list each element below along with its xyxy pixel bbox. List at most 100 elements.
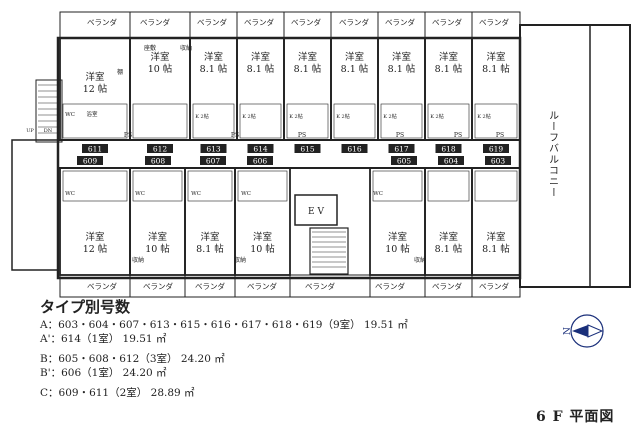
- room-type-label: 洋室: [253, 231, 272, 243]
- legend-row-b-prime: B'：606（1室） 24.20 ㎡: [40, 367, 167, 379]
- bath-label: 浴室: [86, 110, 98, 118]
- room-number-badge: [294, 144, 321, 153]
- left-wing: [11, 139, 59, 271]
- wc-label: WC: [241, 191, 251, 197]
- unit-wet-area: [333, 103, 376, 139]
- room-number: 609: [83, 157, 98, 166]
- kitchen-label: K 2帖: [242, 113, 256, 120]
- unit-wet-area: [427, 103, 470, 139]
- legend-row-a: A：603・604・607・613・615・616・617・618・619（9室…: [40, 319, 408, 331]
- type-legend: タイプ別号数 A：603・604・607・613・615・616・617・618…: [40, 300, 408, 400]
- room-type-label: 洋室: [200, 231, 219, 243]
- elevator-label: E V: [308, 207, 324, 217]
- room-number: 614: [253, 145, 268, 154]
- room-type-label: 洋室: [251, 51, 270, 63]
- room-number-badge: [200, 156, 226, 165]
- room-type-label: 洋室: [439, 51, 458, 63]
- unit-wet-area: [474, 170, 518, 202]
- storage-label: 収納: [414, 256, 426, 264]
- room-number: 613: [206, 145, 221, 154]
- room-size-label: 8.1 帖: [247, 63, 275, 75]
- veranda-label: ベランダ: [87, 17, 117, 27]
- unit-wet-area: [192, 103, 235, 139]
- veranda-label: ベランダ: [140, 17, 170, 27]
- kitchen-label: K 2帖: [336, 113, 350, 120]
- ps-label: PS: [231, 132, 239, 139]
- veranda-label: ベランダ: [87, 281, 117, 291]
- room-number-badge: [438, 156, 464, 165]
- unit-wet-area: [372, 170, 423, 202]
- room-number: 603: [491, 157, 506, 166]
- ps-label: PS: [454, 132, 462, 139]
- unit-wet-area: [132, 170, 183, 202]
- legend-row-c: C：609・611（2室） 28.89 ㎡: [40, 387, 195, 399]
- unit-wet-area: [239, 103, 282, 139]
- elevator: [294, 194, 338, 226]
- floor-title: 6 F 平面図: [536, 409, 615, 425]
- room-type-label: 洋室: [486, 231, 505, 243]
- room-number: 604: [444, 157, 459, 166]
- room-size-label: 8.1 帖: [294, 63, 322, 75]
- stair-left: [35, 79, 63, 143]
- roof-balcony-label: ルーフバルコニー: [547, 110, 559, 198]
- veranda-label: ベランダ: [432, 17, 462, 27]
- wc-label: WC: [191, 191, 201, 197]
- kitchen-label: K 2帖: [430, 113, 444, 120]
- wc-label: WC: [65, 112, 75, 118]
- legend-row-b: B：605・608・612（3室） 24.20 ㎡: [40, 353, 225, 365]
- room-number: 617: [394, 145, 409, 154]
- veranda-label: ベランダ: [197, 17, 227, 27]
- room-size-label: 10 帖: [148, 63, 173, 75]
- kitchen-label: K 2帖: [477, 113, 491, 120]
- bottom-unit: [234, 167, 291, 276]
- veranda-label: ベランダ: [143, 281, 173, 291]
- veranda-label: ベランダ: [479, 17, 509, 27]
- ps-label: PS: [298, 132, 306, 139]
- legend-title: タイプ別号数: [40, 298, 131, 316]
- room-type-label: 洋室: [298, 51, 317, 63]
- room-number-badge: [147, 144, 173, 153]
- ps-label: PS: [396, 132, 404, 139]
- room-number: 616: [347, 145, 362, 154]
- room-size-label: 10 帖: [145, 243, 170, 255]
- veranda-label: ベランダ: [385, 17, 415, 27]
- room-number-badge: [341, 144, 368, 153]
- room-type-label: 洋室: [392, 51, 411, 63]
- room-type-label: 洋室: [388, 231, 407, 243]
- unit-wet-area: [380, 103, 423, 139]
- stair-down-label: DN: [44, 128, 53, 134]
- unit-wet-area: [286, 103, 329, 139]
- shelf-label: 棚: [117, 68, 123, 76]
- room-size-label: 10 帖: [385, 243, 410, 255]
- room-number: 607: [206, 157, 221, 166]
- veranda-label: ベランダ: [432, 281, 462, 291]
- room-number-badge: [145, 156, 171, 165]
- room-size-label: 10 帖: [250, 243, 275, 255]
- bottom-unit: [184, 167, 236, 276]
- room-number-badge: [247, 156, 273, 165]
- kitchen-label: K 2帖: [195, 113, 209, 120]
- room-number: 612: [153, 145, 168, 154]
- veranda-label: ベランダ: [291, 17, 321, 27]
- room-number-badge: [435, 144, 462, 153]
- ps-label: PS: [124, 132, 132, 139]
- bottom-unit: [471, 167, 521, 276]
- ps-label: PS: [496, 132, 504, 139]
- room-number: 619: [489, 145, 504, 154]
- north-compass-icon: N: [563, 314, 604, 348]
- storage-label: 収納: [180, 44, 192, 52]
- room-number: 608: [151, 157, 166, 166]
- veranda-label: ベランダ: [479, 281, 509, 291]
- room-number: 605: [397, 157, 412, 166]
- room-number-badge: [247, 144, 274, 153]
- room-type-label: 洋室: [486, 51, 505, 63]
- unit-wet-area: [132, 103, 188, 139]
- room-number-badge: [485, 156, 511, 165]
- room-type-label: 洋室: [439, 231, 458, 243]
- room-size-label: 12 帖: [83, 83, 108, 95]
- room-size-label: 8.1 帖: [196, 243, 224, 255]
- room-number: 606: [253, 157, 268, 166]
- room-type-label: 洋室: [85, 71, 104, 83]
- room-number-badge: [483, 144, 509, 153]
- storage-label: 収納: [234, 256, 246, 264]
